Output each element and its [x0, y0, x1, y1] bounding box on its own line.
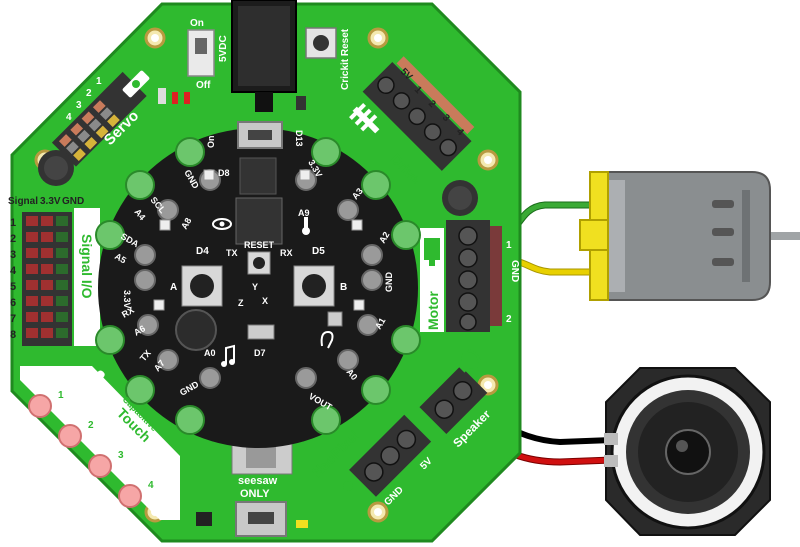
servo-num-1: 1 — [96, 76, 102, 87]
signal-num-3: 3 — [10, 249, 16, 261]
touch-num-1: 1 — [58, 390, 64, 401]
circuit-playground-express — [95, 121, 421, 448]
cpx-d4: D4 — [196, 246, 209, 257]
motor-label: Motor — [425, 291, 441, 330]
speaker-icon — [457, 349, 481, 373]
drive-terminal-block — [362, 56, 475, 171]
signal-num-2: 2 — [10, 233, 16, 245]
signal-header-gnd: GND — [62, 196, 84, 207]
touch-pad-2[interactable] — [58, 424, 82, 448]
signal-num-8: 8 — [10, 329, 16, 341]
cpx-axis-z: Z — [238, 298, 244, 308]
servo-header — [51, 71, 147, 167]
cpx-tx-ir: TX — [226, 248, 238, 258]
only-label: ONLY — [240, 488, 270, 500]
speaker — [604, 367, 771, 536]
cpx-d5: D5 — [312, 246, 325, 257]
touch-pad-1[interactable] — [28, 394, 52, 418]
signal-num-6: 6 — [10, 297, 16, 309]
signal-io-label: Signal I/O — [79, 234, 95, 299]
touch-num-4: 4 — [148, 480, 154, 491]
servo-num-3: 3 — [76, 100, 82, 111]
power-off-label: Off — [196, 80, 211, 91]
cpx-a8: A8 — [179, 216, 193, 231]
dc-jack-label: 5VDC — [218, 35, 229, 62]
cpx-d8: D8 — [218, 168, 230, 178]
servo-num-4: 4 — [66, 112, 72, 123]
touch-pads — [28, 394, 142, 508]
motor-icon — [424, 238, 440, 266]
cpx-button-b[interactable] — [293, 265, 335, 307]
power-on-label: On — [190, 18, 204, 29]
cpx-3v3-left: 3.3V — [122, 290, 132, 309]
servo-num-2: 2 — [86, 88, 92, 99]
cpx-rx-ir: RX — [280, 248, 293, 258]
motor-1-label: 1 — [506, 240, 512, 251]
neopixel-terminal-block — [349, 414, 432, 497]
cpx-slide-switch[interactable] — [247, 324, 275, 340]
cpx-reset-button[interactable] — [247, 251, 271, 275]
motor-2-label: 2 — [506, 314, 512, 325]
music-note-icon — [221, 344, 235, 367]
cpx-d7: D7 — [254, 348, 266, 358]
cpx-gnd-right: GND — [384, 272, 394, 293]
cpx-button-a[interactable] — [181, 265, 223, 307]
neopixel-icon — [337, 475, 359, 491]
cpx-a9: A9 — [298, 208, 310, 218]
cpx-axis-x: X — [262, 296, 268, 306]
touch-hand-icon — [76, 370, 105, 405]
servo-icon — [122, 70, 150, 98]
cpx-button-a-label: A — [170, 282, 177, 293]
signal-header-3v3: 3.3V — [40, 196, 61, 207]
crickit-reset-button[interactable] — [305, 27, 337, 59]
cpx-a5: A5 — [113, 251, 128, 265]
cpx-pads — [95, 137, 421, 435]
touch-pad-3[interactable] — [88, 454, 112, 478]
motor-gnd-label: GND — [509, 260, 520, 282]
thermometer-icon — [302, 217, 310, 235]
signal-header-signal: Signal — [8, 196, 38, 207]
speaker-terminal-block — [419, 366, 488, 434]
cpx-chip — [239, 157, 277, 195]
signal-num-5: 5 — [10, 281, 16, 293]
touch-pad-4[interactable] — [118, 484, 142, 508]
cpx-a6: A6 — [132, 323, 147, 337]
cpx-main-chip — [235, 197, 283, 245]
cpx-on-label: On — [206, 136, 216, 149]
crickit-reset-label: Crickit Reset — [340, 28, 351, 90]
cpx-reset-label: RESET — [244, 240, 275, 250]
cpx-a2: A2 — [377, 230, 391, 245]
touch-num-3: 3 — [118, 450, 124, 461]
cpx-axis-y: Y — [252, 282, 258, 292]
dc-motor — [579, 171, 800, 301]
signal-header-pins — [26, 216, 68, 338]
drive-icon — [349, 103, 380, 134]
seesaw-label: seesaw — [238, 475, 278, 487]
eye-icon — [212, 218, 232, 230]
cpx-button-b-label: B — [340, 282, 347, 293]
cpx-a1: A1 — [373, 316, 387, 331]
signal-num-1: 1 — [10, 217, 16, 229]
ear-icon — [320, 330, 334, 349]
signal-num-7: 7 — [10, 313, 16, 325]
touch-num-2: 2 — [88, 420, 94, 431]
cpx-buzzer — [175, 309, 217, 351]
cpx-a0-small: A0 — [204, 348, 216, 358]
signal-num-4: 4 — [10, 265, 17, 277]
cpx-d13-label: D13 — [294, 130, 304, 147]
